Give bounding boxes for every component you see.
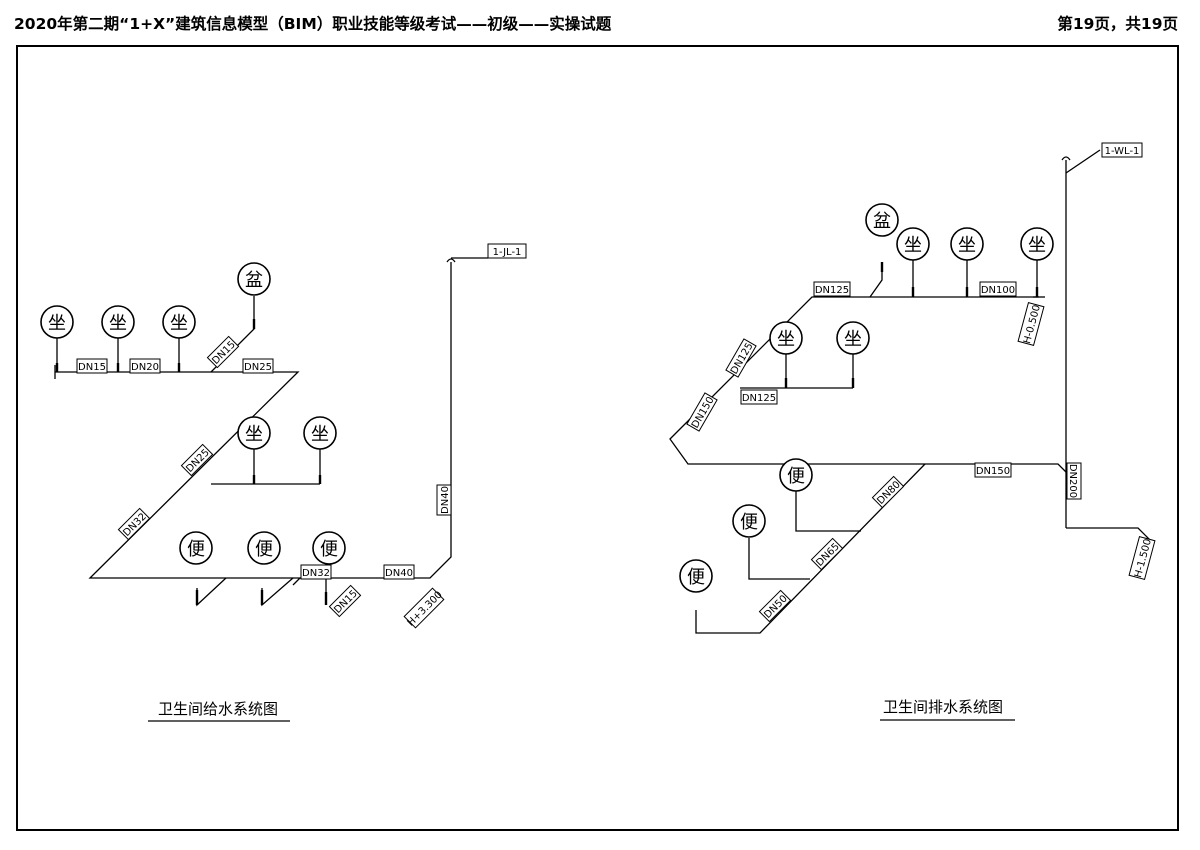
svg-text:DN25: DN25 bbox=[244, 362, 272, 373]
pipe-size-label: DN15 bbox=[206, 335, 240, 369]
toilet-seat-icon: 坐 bbox=[950, 227, 984, 261]
pipe-size-label: DN125 bbox=[740, 389, 778, 405]
supply-pipe-labels: DN15 DN20 DN15 DN25 DN25 DN32 DN32 DN40 … bbox=[76, 243, 527, 629]
drain-traps bbox=[784, 262, 1039, 388]
drawing-frame bbox=[16, 45, 1179, 831]
fixture-label: 坐 bbox=[170, 313, 188, 334]
svg-text:DN40: DN40 bbox=[440, 486, 451, 514]
pipe-size-label: DN150 bbox=[974, 462, 1012, 478]
svg-text:1-WL-1: 1-WL-1 bbox=[1105, 146, 1140, 157]
toilet-seat-icon: 坐 bbox=[101, 305, 135, 339]
pipe-size-label: DN80 bbox=[871, 475, 905, 509]
elevation-label: H-0.500 bbox=[1017, 301, 1045, 347]
svg-text:DN200: DN200 bbox=[1067, 464, 1078, 498]
fixture-label: 盆 bbox=[245, 270, 263, 291]
pipe-size-label: DN25 bbox=[180, 443, 214, 477]
drain-tag-leader bbox=[1065, 149, 1101, 174]
stack-tag: 1-WL-1 bbox=[1101, 142, 1143, 158]
fixture-label: 坐 bbox=[48, 313, 66, 334]
toilet-seat-icon: 坐 bbox=[769, 321, 803, 355]
svg-text:DN40: DN40 bbox=[385, 568, 413, 579]
toilet-seat-icon: 坐 bbox=[40, 305, 74, 339]
fixture-label: 盆 bbox=[873, 211, 891, 232]
supply-fixtures: 坐 坐 坐 盆 坐 坐 便 便 便 bbox=[40, 262, 346, 565]
svg-text:DN20: DN20 bbox=[131, 362, 159, 373]
fixture-label: 坐 bbox=[109, 313, 127, 334]
fixture-label: 便 bbox=[787, 466, 805, 487]
drain-outlet bbox=[1066, 527, 1151, 541]
svg-text:DN100: DN100 bbox=[981, 285, 1015, 296]
pipe-size-label: DN25 bbox=[242, 358, 274, 374]
squat-toilet-icon: 便 bbox=[732, 504, 766, 538]
elevation-label: H+3.300 bbox=[403, 587, 445, 629]
riser-tag: 1-JL-1 bbox=[487, 243, 527, 259]
pipe-size-label: DN15 bbox=[328, 584, 362, 618]
squat-toilet-icon: 便 bbox=[179, 531, 213, 565]
drain-branch-bian-1 bbox=[795, 490, 861, 532]
fixture-label: 坐 bbox=[844, 329, 862, 350]
supply-riser-diagonal bbox=[88, 457, 302, 586]
pipe-size-label: DN40 bbox=[436, 484, 452, 516]
svg-text:DN125: DN125 bbox=[742, 393, 776, 404]
toilet-seat-icon: 坐 bbox=[162, 305, 196, 339]
toilet-seat-icon: 坐 bbox=[836, 321, 870, 355]
drain-system: 盆 坐 坐 坐 坐 坐 便 便 便 DN125 DN100 DN125 DN15… bbox=[669, 142, 1156, 721]
pipe-size-label: DN200 bbox=[1066, 462, 1082, 500]
drain-pipe-labels: DN125 DN100 DN125 DN150 DN125 DN150 DN20… bbox=[686, 142, 1156, 623]
header-page-number: 第19页，共19页 bbox=[1057, 15, 1178, 33]
squat-toilet-icon: 便 bbox=[679, 559, 713, 593]
pipe-size-label: DN100 bbox=[979, 281, 1017, 297]
toilet-seat-icon: 坐 bbox=[303, 416, 337, 450]
fixture-label: 坐 bbox=[245, 424, 263, 445]
basin-icon: 盆 bbox=[865, 203, 899, 237]
pipe-size-label: DN150 bbox=[686, 392, 718, 432]
pipe-size-label: DN20 bbox=[129, 358, 161, 374]
pipe-size-label: DN40 bbox=[383, 564, 415, 580]
supply-system: 坐 坐 坐 盆 坐 坐 便 便 便 DN15 DN20 DN15 DN25 DN… bbox=[40, 243, 527, 722]
fixture-label: 坐 bbox=[1028, 235, 1046, 256]
supply-bottom-stub-1 bbox=[196, 577, 227, 607]
fixture-label: 坐 bbox=[958, 235, 976, 256]
drain-diagram-title: 卫生间排水系统图 bbox=[883, 698, 1003, 716]
fixture-label: 坐 bbox=[311, 424, 329, 445]
squat-toilet-icon: 便 bbox=[312, 531, 346, 565]
pipe-size-label: DN32 bbox=[300, 564, 332, 580]
svg-text:DN32: DN32 bbox=[302, 568, 330, 579]
squat-toilet-icon: 便 bbox=[779, 458, 813, 492]
supply-bottom-stub-2 bbox=[261, 577, 294, 607]
svg-text:1-JL-1: 1-JL-1 bbox=[493, 247, 522, 258]
supply-valve-stems bbox=[55, 319, 328, 605]
toilet-seat-icon: 坐 bbox=[237, 416, 271, 450]
drain-basin-drop bbox=[869, 270, 883, 298]
fixture-label: 坐 bbox=[904, 235, 922, 256]
svg-text:DN125: DN125 bbox=[815, 285, 849, 296]
fixture-label: 便 bbox=[187, 539, 205, 560]
header-title: 2020年第二期“1+X”建筑信息模型（BIM）职业技能等级考试——初级——实操… bbox=[14, 15, 612, 33]
svg-text:DN15: DN15 bbox=[78, 362, 106, 373]
drain-branch-bian-2 bbox=[748, 538, 810, 580]
drain-fixtures: 盆 坐 坐 坐 坐 坐 便 便 便 bbox=[679, 203, 1054, 593]
squat-toilet-icon: 便 bbox=[247, 531, 281, 565]
fixture-label: 便 bbox=[320, 539, 338, 560]
supply-main-to-riser bbox=[300, 262, 452, 579]
pipe-size-label: DN125 bbox=[813, 281, 851, 297]
fixture-label: 便 bbox=[740, 512, 758, 533]
svg-text:DN150: DN150 bbox=[976, 466, 1010, 477]
fixture-label: 便 bbox=[687, 567, 705, 588]
drain-top-branch bbox=[669, 296, 1067, 473]
drain-stack-cap bbox=[1061, 156, 1071, 161]
basin-icon: 盆 bbox=[237, 262, 271, 296]
elevation-label: H-1.500 bbox=[1128, 535, 1156, 581]
toilet-seat-icon: 坐 bbox=[896, 227, 930, 261]
pipe-size-label: DN15 bbox=[76, 358, 108, 374]
supply-diagram-title: 卫生间给水系统图 bbox=[158, 700, 278, 718]
toilet-seat-icon: 坐 bbox=[1020, 227, 1054, 261]
fixture-label: 坐 bbox=[777, 329, 795, 350]
fixture-label: 便 bbox=[255, 539, 273, 560]
supply-riser-cap bbox=[446, 258, 456, 263]
